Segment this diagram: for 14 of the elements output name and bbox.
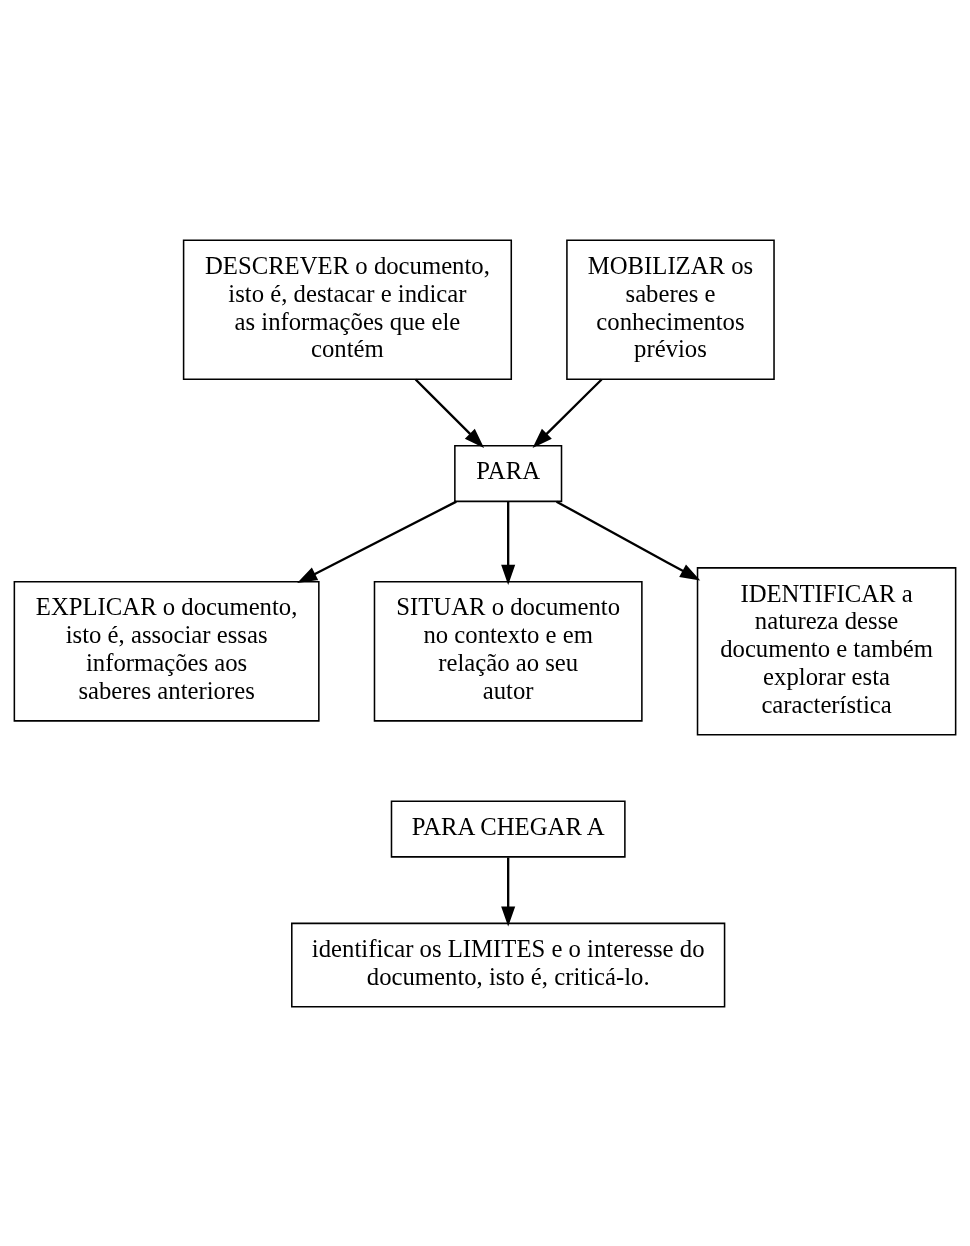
- node-box: PARA: [454, 444, 563, 502]
- node-box: SITUAR o documento no contexto e em relação ao seu autor: [373, 580, 643, 722]
- arrow: [501, 501, 516, 585]
- arrow: [414, 378, 485, 448]
- arrow: [556, 500, 701, 580]
- arrow: [297, 500, 457, 583]
- node-box: identificar os LIMITES e o interesse do documento, isto é, criticá-lo.: [291, 922, 726, 1008]
- node-box: MOBILIZAR os saberes e conhecimentos prévios: [566, 238, 775, 380]
- arrow: [501, 857, 516, 927]
- arrow: [532, 378, 603, 448]
- node-box: PARA CHEGAR A: [390, 799, 626, 858]
- node-box: DESCREVER o documento, isto é, destacar e indicar as informações que ele contém: [182, 238, 513, 380]
- node-box: IDENTIFICAR a natureza desse documento e também explorar esta característica: [696, 566, 957, 736]
- node-box: EXPLICAR o documento, isto é, associar essas informações aos saberes anteriores: [13, 580, 320, 722]
